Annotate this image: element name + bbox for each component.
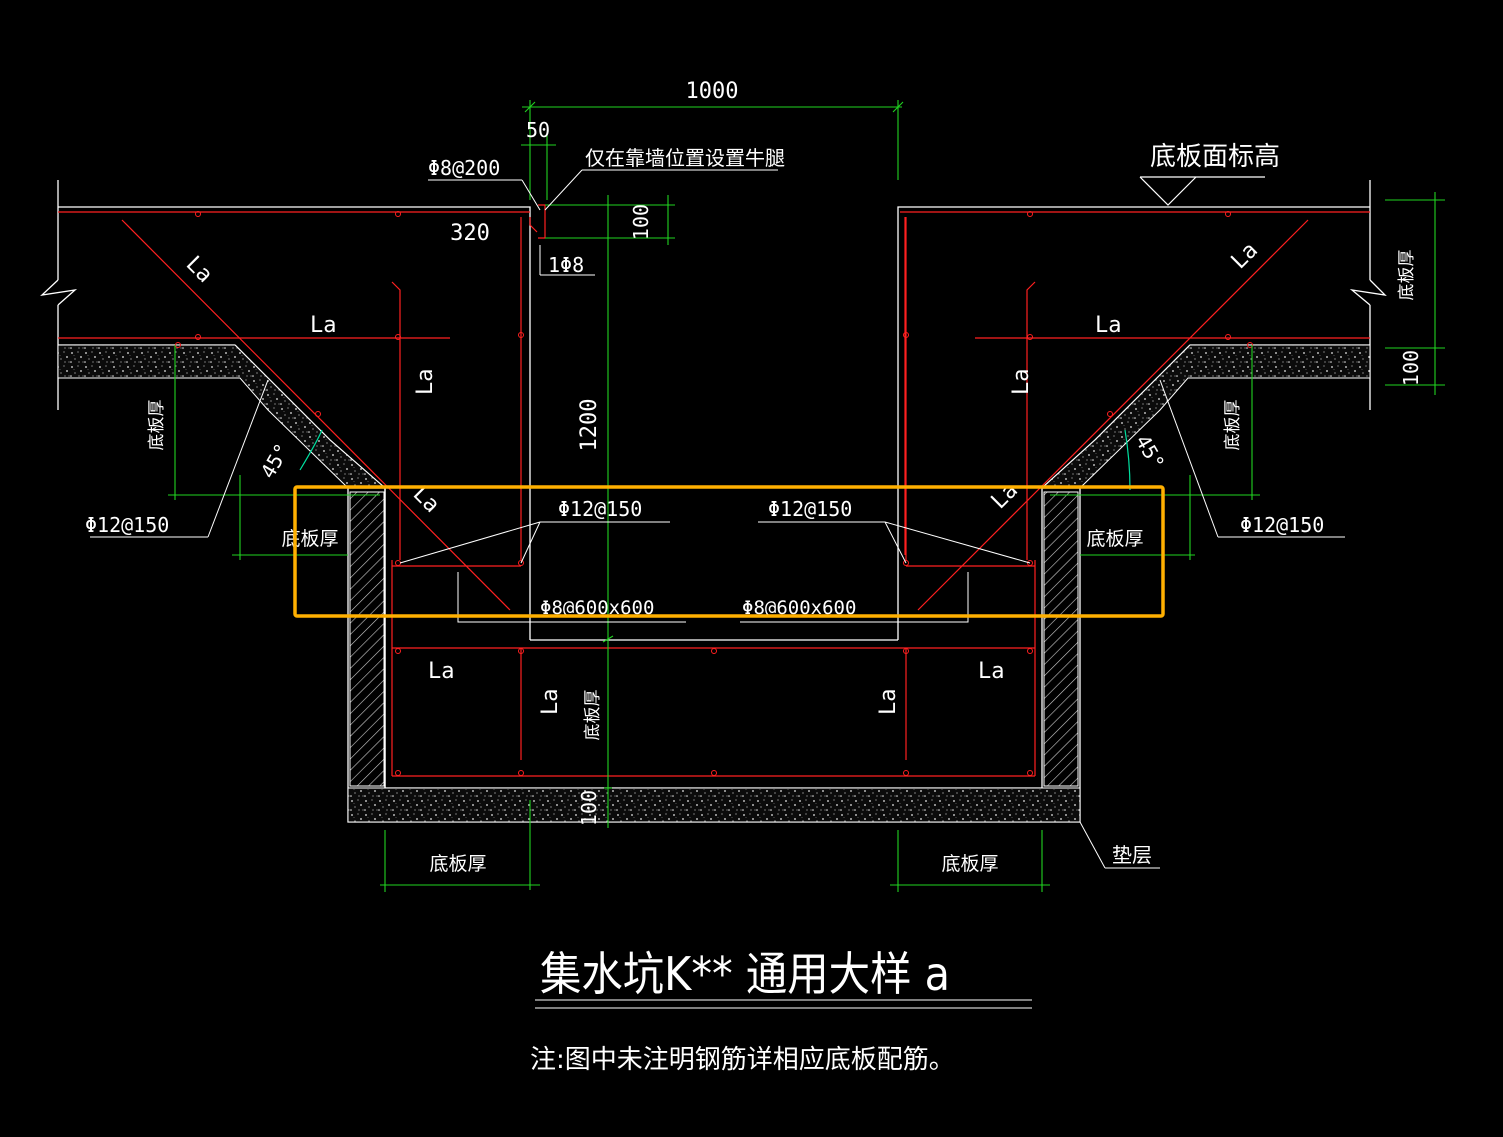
- highlight-box: [293, 485, 1165, 618]
- dim-1200: 1200: [577, 399, 602, 452]
- la-left-vertical: La: [413, 369, 438, 396]
- dim-100-right: 100: [1399, 350, 1423, 386]
- rebar-dots: [175, 211, 1253, 776]
- dim-1000: 1000: [686, 79, 739, 104]
- dim-100-bottom: 100: [577, 790, 601, 826]
- slab-thickness-right-wall: 底板厚: [1086, 528, 1143, 550]
- concrete-outline: [40, 180, 1387, 823]
- cushion-label: 垫层: [1112, 843, 1152, 867]
- slab-thickness-left-wall: 底板厚: [281, 528, 338, 550]
- dimension-texts: 1000 50 320 100 1200 100 100: [450, 79, 1423, 826]
- la-bottom-right: La: [978, 659, 1005, 684]
- angle-right-label: 45°: [1131, 431, 1170, 474]
- la-top-left: La: [310, 313, 337, 338]
- slab-thickness-pit-center: 底板厚: [583, 690, 603, 741]
- angle-arcs: [299, 429, 1131, 491]
- elevation-marker: [1139, 176, 1265, 206]
- label-phi8-600-right: Φ8@600x600: [742, 597, 856, 619]
- slab-thickness-bottom-left: 底板厚: [429, 853, 486, 875]
- dim-100-top: 100: [629, 204, 653, 240]
- angle-left-label: 45°: [256, 439, 295, 482]
- la-top-right: La: [1095, 313, 1122, 338]
- la-right-diag: La: [987, 478, 1023, 514]
- label-phi12-150-center-left: Φ12@150: [558, 497, 642, 521]
- la-right-vertical: La: [1009, 369, 1034, 396]
- drawing-note: 注:图中未注明钢筋详相应底板配筋。: [530, 1045, 955, 1075]
- la-bottom-left: La: [428, 659, 455, 684]
- slab-thickness-bottom-right: 底板厚: [941, 853, 998, 875]
- right-hatched-wall: [1043, 491, 1079, 787]
- label-phi12-150-left: Φ12@150: [85, 513, 169, 537]
- rebar-labels: Φ8@200 仅在靠墙位置设置牛腿 1Φ8 Φ12@150 Φ12@150 Φ1…: [85, 146, 1324, 619]
- thickness-labels: 底板厚 底板厚 底板厚 底板厚 底板厚 底板厚 底板厚 底板厚: [147, 250, 1417, 876]
- la-bottom-right-vertical: La: [876, 689, 901, 716]
- dimension-lines: [168, 100, 1445, 892]
- dim-50: 50: [526, 118, 550, 142]
- la-bottom-left-vertical: La: [538, 689, 563, 716]
- slab-thickness-left-slant: 底板厚: [147, 400, 167, 451]
- slab-thickness-right-top: 底板厚: [1397, 250, 1417, 301]
- rebar-lines: [58, 204, 1370, 777]
- label-phi8-600-left: Φ8@600x600: [540, 597, 654, 619]
- label-phi8-200: Φ8@200: [428, 156, 500, 180]
- slab-thickness-right-slant: 底板厚: [1223, 400, 1243, 451]
- slab-elevation-label: 底板面标高: [1150, 142, 1280, 172]
- label-phi12-150-center-right: Φ12@150: [768, 497, 852, 521]
- dim-320: 320: [450, 221, 490, 246]
- label-corbel-note: 仅在靠墙位置设置牛腿: [585, 146, 785, 170]
- title-block: 集水坑K** 通用大样 a 注:图中未注明钢筋详相应底板配筋。: [530, 947, 955, 1075]
- label-phi12-150-right: Φ12@150: [1240, 513, 1324, 537]
- la-top-right-diag: La: [1227, 238, 1263, 274]
- leader-lines: [90, 169, 1345, 1009]
- left-hatched-wall: [349, 491, 385, 787]
- label-1phi8: 1Φ8: [548, 253, 584, 277]
- drawing-title: 集水坑K** 通用大样 a: [540, 947, 950, 1001]
- la-top-left-diag: La: [181, 252, 217, 288]
